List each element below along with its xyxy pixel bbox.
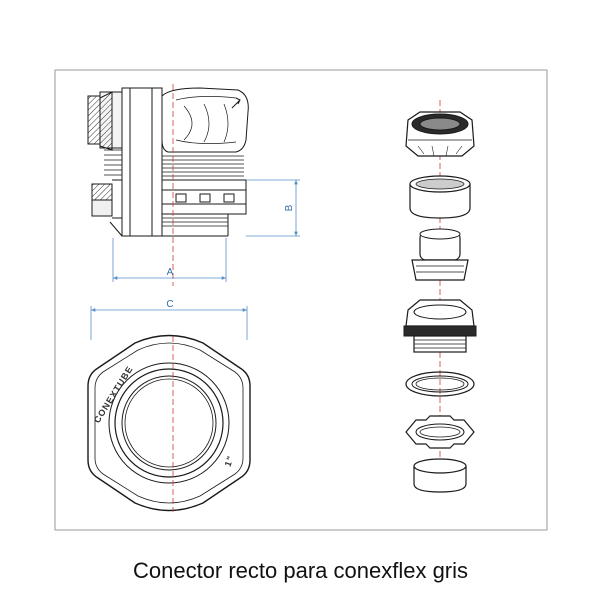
exploded-cap-nut — [405, 111, 475, 157]
exploded-end-sleeve — [413, 458, 467, 493]
drawing-border — [54, 69, 548, 531]
dimension-b-label: B — [284, 204, 295, 211]
size-emboss-text: 1" — [223, 454, 236, 468]
exploded-body — [403, 299, 477, 353]
exploded-gland-insert — [411, 228, 469, 281]
exploded-o-ring — [405, 371, 475, 397]
front-hex-view — [87, 334, 251, 512]
dimension-a-label: A — [167, 267, 174, 278]
side-section-view — [87, 87, 249, 237]
brand-emboss-text: CONEXTUBE — [92, 364, 135, 425]
exploded-seal-sleeve — [409, 175, 471, 219]
product-caption: Conector recto para conexflex gris — [132, 558, 469, 583]
dimension-c — [90, 306, 248, 340]
dimension-a — [112, 238, 227, 282]
dimension-c-label: C — [166, 299, 173, 310]
exploded-lock-nut — [405, 415, 475, 449]
dimension-b — [246, 179, 300, 237]
